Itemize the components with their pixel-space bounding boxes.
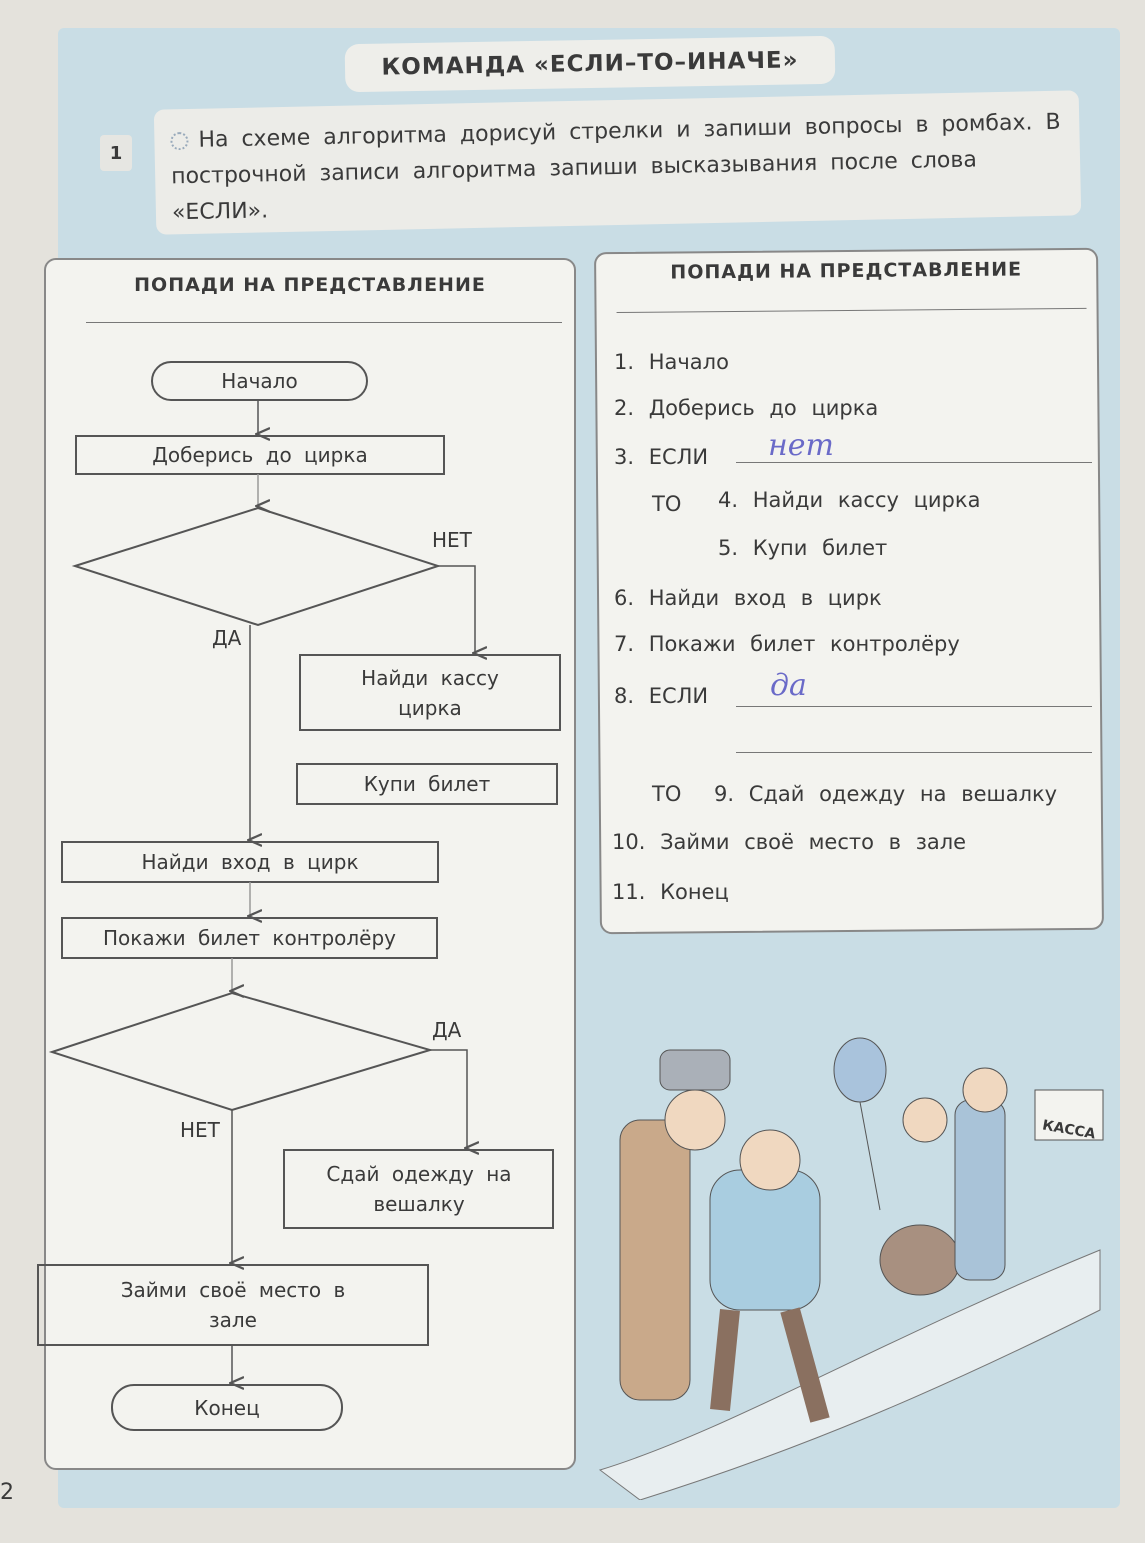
algorithm-line: 10. Займи своё место в зале [612, 830, 967, 854]
decision-diamond-2 [48, 991, 434, 1112]
algorithm-line: 7. Покажи билет контролёру [614, 632, 960, 656]
branch-no-label: НЕТ [180, 1118, 220, 1142]
task-number: 1 [100, 135, 132, 171]
handwritten-answer[interactable]: нет [768, 428, 834, 463]
handwritten-answer[interactable]: да [770, 668, 807, 703]
step-find-entrance: Найди вход в цирк [141, 850, 359, 874]
step-show-ticket: Покажи билет контролёру [102, 926, 396, 950]
algorithm-line: 2. Доберись до цирка [614, 396, 879, 420]
process-box [296, 763, 558, 805]
algorithm-line: 5. Купи билет [718, 536, 888, 560]
start-terminal [151, 361, 368, 401]
algorithm-line: 3. ЕСЛИ [614, 445, 709, 469]
algorithm-line: ТО [652, 782, 682, 806]
step-find-ticket-office: Найди кассу цирка [361, 665, 499, 720]
algorithm-heading: ПОПАДИ НА ПРЕДСТАВЛЕНИЕ [670, 258, 1023, 284]
algorithm-line: ТО [652, 492, 682, 516]
step-coat-check: Сдай одежду на вешалку [326, 1162, 512, 1216]
page-number: 2 [0, 1480, 14, 1505]
answer-line [736, 752, 1092, 753]
algorithm-line: 8. ЕСЛИ [614, 684, 709, 708]
process-box [299, 654, 561, 731]
algorithm-line: 9. Сдай одежду на вешалку [714, 782, 1058, 806]
step-buy-ticket: Купи билет [363, 772, 491, 796]
process-box [283, 1149, 554, 1229]
heading-divider [616, 307, 1087, 314]
end-terminal [111, 1384, 343, 1431]
branch-yes-label: ДА [432, 1018, 462, 1042]
start-label: Начало [221, 369, 298, 393]
decision-diamond-1 [71, 506, 442, 627]
answer-line [736, 706, 1092, 707]
algorithm-line: 4. Найди кассу цирка [718, 488, 981, 512]
heading-divider [86, 322, 562, 323]
branch-no-label: НЕТ [432, 528, 472, 552]
arrow [430, 1049, 467, 1148]
step-get-to-circus: Доберись до цирка [152, 443, 368, 467]
algorithm-line: 1. Начало [614, 350, 729, 374]
algorithm-line: 11. Конец [612, 880, 729, 904]
branch-yes-label: ДА [212, 626, 242, 650]
flowchart-panel: ПОПАДИ НА ПРЕДСТАВЛЕНИЕ [44, 258, 576, 1470]
flowchart-heading: ПОПАДИ НА ПРЕДСТАВЛЕНИЕ [134, 274, 486, 296]
circus-crowd-illustration: КАССА [580, 1010, 1110, 1501]
end-label: Конец [194, 1395, 260, 1420]
algorithm-line: 6. Найди вход в цирк [614, 586, 882, 610]
step-take-seat: Займи своё место в зале [120, 1278, 346, 1332]
answer-line [736, 462, 1092, 463]
illustration-drawing [598, 1037, 1104, 1501]
arrow [438, 565, 475, 653]
